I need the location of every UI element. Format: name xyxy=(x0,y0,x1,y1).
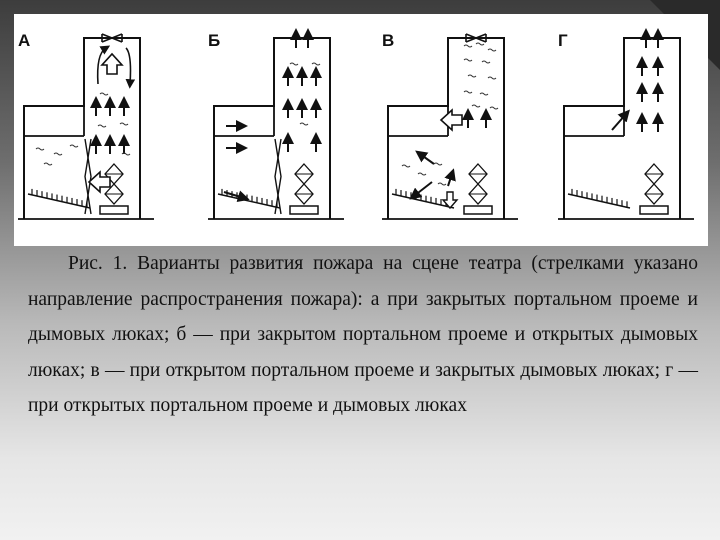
fire-base xyxy=(99,205,129,215)
smoke-mark xyxy=(53,152,63,156)
hollow-down-arrow xyxy=(441,191,459,210)
smoke-mark xyxy=(475,42,485,46)
flow-arrow xyxy=(96,45,111,85)
smoke-mark xyxy=(417,172,427,176)
flow-arrow xyxy=(409,181,433,200)
hollow-up-arrow xyxy=(100,52,124,75)
smoke-mark xyxy=(487,76,497,80)
smoke-mark xyxy=(481,60,491,64)
smoke-mark xyxy=(489,106,499,110)
auditorium-slope xyxy=(27,193,91,209)
building-outline xyxy=(563,37,681,219)
smoke-mark xyxy=(121,152,131,156)
panel-label: А xyxy=(18,31,30,50)
fire-curtain xyxy=(274,138,282,215)
fire-curtain xyxy=(84,138,92,215)
stage-panel: Г xyxy=(558,28,694,220)
smoke-mark xyxy=(299,122,309,126)
smoke-mark xyxy=(43,162,53,166)
hollow-left-arrow xyxy=(87,170,111,194)
smoke-mark xyxy=(433,162,443,166)
smoke-mark xyxy=(119,122,129,126)
closed-hatch xyxy=(101,33,123,43)
auditorium-slope xyxy=(391,193,455,209)
smoke-mark xyxy=(401,164,411,168)
building-outline xyxy=(23,37,141,219)
stage-panel: А xyxy=(18,31,154,220)
fire-hatch xyxy=(469,173,487,195)
smoke-mark xyxy=(289,62,299,66)
fire-curtain xyxy=(84,138,92,215)
smoke-mark xyxy=(437,182,447,186)
fire-source xyxy=(294,163,314,205)
smoke-mark xyxy=(99,92,109,96)
auditorium-slope xyxy=(567,193,631,209)
fire-diagram: А Б В Г xyxy=(18,28,694,220)
smoke-mark xyxy=(467,74,477,78)
flow-arrow xyxy=(444,168,456,187)
smoke-mark xyxy=(479,92,489,96)
fire-curtain xyxy=(274,138,282,215)
smoke-mark xyxy=(69,144,79,148)
flow-arrow xyxy=(611,109,630,131)
fire-source xyxy=(468,163,488,205)
smoke-mark xyxy=(311,62,321,66)
closed-hatch xyxy=(465,33,487,43)
fire-hatch xyxy=(105,173,123,195)
fire-base xyxy=(463,205,493,215)
panel-label: В xyxy=(382,31,394,50)
hollow-left-arrow xyxy=(439,108,463,132)
flow-arrow xyxy=(125,47,136,89)
smoke-mark xyxy=(35,147,45,151)
smoke-mark xyxy=(463,90,473,94)
smoke-mark xyxy=(471,104,481,108)
smoke-mark xyxy=(463,44,473,48)
smoke-mark xyxy=(97,124,107,128)
smoke-mark xyxy=(463,58,473,62)
figure-caption: Рис. 1. Варианты развития пожара на сцен… xyxy=(28,253,698,416)
stage-panel: В xyxy=(382,31,518,220)
fire-hatch xyxy=(645,173,663,195)
flow-arrow xyxy=(415,150,435,165)
fire-source xyxy=(644,163,664,205)
fire-hatch xyxy=(295,173,313,195)
building-outline xyxy=(213,37,331,219)
auditorium-slope xyxy=(217,193,281,209)
panel-label: Б xyxy=(208,31,220,50)
building-outline xyxy=(387,37,505,219)
stage-panel: Б xyxy=(208,28,344,220)
fire-base xyxy=(639,205,669,215)
flow-arrow xyxy=(223,190,250,203)
panel-label: Г xyxy=(558,31,568,50)
fire-scenarios-figure: А Б В Г xyxy=(14,14,708,246)
fire-base xyxy=(289,205,319,215)
smoke-mark xyxy=(487,48,497,52)
